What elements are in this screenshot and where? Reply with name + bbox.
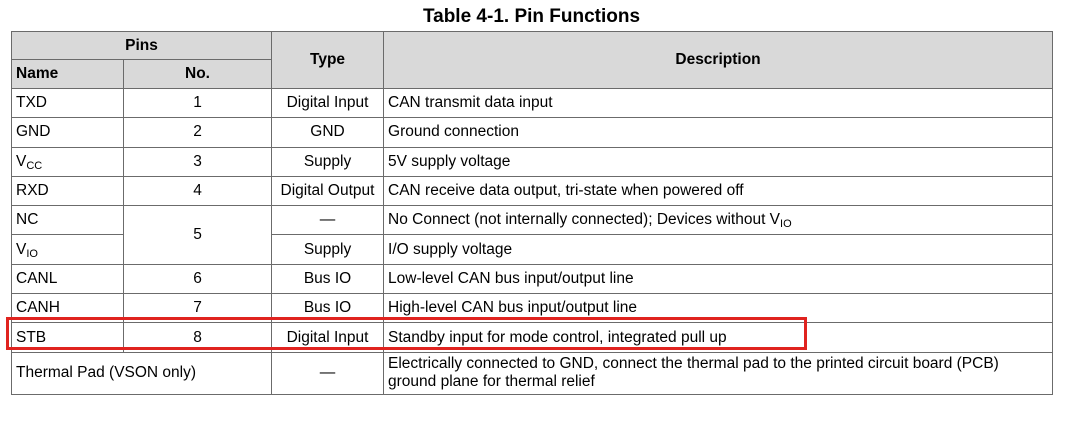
table-row: VIO Supply I/O supply voltage <box>11 234 1054 265</box>
pin-name: GND <box>11 117 124 148</box>
pin-name-subscript: IO <box>26 247 38 260</box>
pin-name-subscript: CC <box>26 159 43 172</box>
table-row: CANL 6 Bus IO Low-level CAN bus input/ou… <box>11 263 1054 295</box>
pin-number: 4 <box>122 175 273 207</box>
pin-number: 7 <box>122 293 273 324</box>
table-row: VCC 3 Supply 5V supply voltage <box>11 146 1054 177</box>
pin-number: 2 <box>122 117 273 148</box>
pin-name: CANL <box>11 263 124 295</box>
pin-description-main: No Connect (not internally connected); D… <box>388 211 781 229</box>
pin-description: Electrically connected to GND, connect t… <box>383 351 1054 395</box>
pin-description: No Connect (not internally connected); D… <box>383 205 1054 236</box>
pin-number: 1 <box>122 87 273 119</box>
pin-number: 6 <box>122 263 273 295</box>
pin-description: High-level CAN bus input/output line <box>383 293 1054 324</box>
pin-number: 5 <box>122 205 273 265</box>
pin-name: NC <box>11 205 124 236</box>
pin-description: I/O supply voltage <box>383 234 1054 265</box>
pin-number: 8 <box>122 322 273 353</box>
pin-type: Bus IO <box>271 263 385 295</box>
table-row: RXD 4 Digital Output CAN receive data ou… <box>11 175 1054 207</box>
pin-name: VCC <box>11 146 124 177</box>
pin-type: Digital Output <box>271 175 385 207</box>
pin-type: Bus IO <box>271 293 385 324</box>
pin-name: TXD <box>11 87 124 119</box>
table-row: NC 5 — No Connect (not internally connec… <box>11 205 1054 265</box>
header-type: Type <box>271 31 385 89</box>
header-description: Description <box>383 31 1054 89</box>
pin-type: — <box>271 205 385 236</box>
pin-name: Thermal Pad (VSON only) <box>10 351 273 395</box>
pin-name: CANH <box>11 293 124 324</box>
pin-description: CAN receive data output, tri-state when … <box>383 175 1054 207</box>
pin-name-main: V <box>16 152 27 170</box>
pin-description: CAN transmit data input <box>383 87 1054 119</box>
header-pins: Pins <box>10 31 273 60</box>
pin-description: Ground connection <box>383 117 1054 148</box>
pin-name: RXD <box>11 175 124 207</box>
table-row-highlighted: STB 8 Digital Input Standby input for mo… <box>11 322 1054 353</box>
pin-name-main: V <box>16 240 27 258</box>
pin-type: Digital Input <box>271 322 385 353</box>
pin-description-subscript: IO <box>780 218 792 231</box>
pin-type: Supply <box>271 146 385 177</box>
header-name: Name <box>11 59 124 89</box>
header-row-2: Name No. <box>11 59 1053 89</box>
pin-functions-table: Pins Type Description Name No. TXD 1 Dig… <box>10 31 1054 395</box>
pin-description: 5V supply voltage <box>383 146 1054 177</box>
pin-name: VIO <box>11 234 124 265</box>
table-row: GND 2 GND Ground connection <box>11 117 1054 148</box>
pin-type: Supply <box>271 234 385 265</box>
pin-number: 3 <box>122 146 273 177</box>
header-row-1: Pins Type Description <box>10 31 1054 89</box>
pin-description: Low-level CAN bus input/output line <box>383 263 1054 295</box>
pin-type: GND <box>271 117 385 148</box>
header-no: No. <box>122 59 273 89</box>
pin-type: — <box>271 351 385 395</box>
table-row: CANH 7 Bus IO High-level CAN bus input/o… <box>11 293 1054 324</box>
pin-name: STB <box>11 322 124 353</box>
pin-type: Digital Input <box>271 87 385 119</box>
table-row: TXD 1 Digital Input CAN transmit data in… <box>11 87 1054 119</box>
table-row: Thermal Pad (VSON only) — Electrically c… <box>10 351 1054 395</box>
table-title: Table 4-1. Pin Functions <box>422 6 641 27</box>
pin-description: Standby input for mode control, integrat… <box>383 322 1054 353</box>
